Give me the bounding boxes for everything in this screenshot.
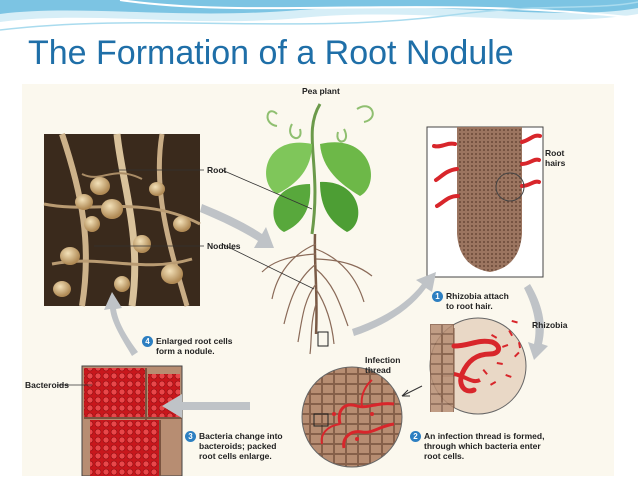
step-4-badge: 4 <box>142 336 153 347</box>
pea-plant-illustration <box>261 103 374 355</box>
label-root-hairs-line2: hairs <box>545 158 566 168</box>
step-2-line2: through which bacteria enter <box>424 441 541 451</box>
step-4-line2: form a nodule. <box>156 346 215 356</box>
step-1-line1: Rhizobia attach <box>446 291 509 301</box>
root-nodule-figure: Pea plant Root Nodules Root hairs Rhizob… <box>22 84 614 476</box>
label-infection-thread: Infection thread <box>365 355 400 375</box>
label-nodules: Nodules <box>207 241 241 251</box>
label-infection-thread-line1: Infection <box>365 355 401 365</box>
process-arrows <box>104 204 548 418</box>
label-root-hairs: Root hairs <box>545 148 565 168</box>
step-3-line2: bacteroids; packed <box>199 441 277 451</box>
root-hair-panel <box>426 126 544 278</box>
step-3-line1: Bacteria change into <box>199 431 283 441</box>
step-3-line3: root cells enlarge. <box>199 451 272 461</box>
label-bacteroids: Bacteroids <box>25 380 69 390</box>
diagram-artwork <box>43 103 548 476</box>
bacteroid-panel <box>81 365 183 476</box>
label-rhizobia: Rhizobia <box>532 320 568 330</box>
step-1-badge: 1 <box>432 291 443 302</box>
slide-title: The Formation of a Root Nodule <box>28 34 514 72</box>
root-photo <box>43 133 201 307</box>
label-root-hairs-line1: Root <box>545 148 565 158</box>
step-2-line3: root cells. <box>424 451 465 461</box>
label-pea-plant: Pea plant <box>302 86 340 96</box>
step-1-line2: to root hair. <box>446 301 493 311</box>
step-2-badge: 2 <box>410 431 421 442</box>
label-infection-thread-line2: thread <box>365 365 391 375</box>
step-4-line1: Enlarged root cells <box>156 336 233 346</box>
step-2-line1: An infection thread is formed, <box>424 431 545 441</box>
step-3-badge: 3 <box>185 431 196 442</box>
rhizobia-attach-circle <box>429 317 527 415</box>
header-wave-decoration <box>0 0 638 31</box>
infection-thread-circle <box>301 366 403 468</box>
label-root: Root <box>207 165 227 175</box>
